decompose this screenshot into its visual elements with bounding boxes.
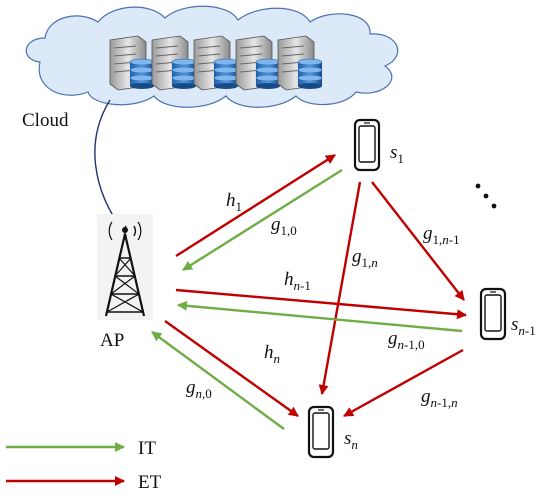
cloud-ap-link xyxy=(94,99,125,233)
it-arrow-sn-ap xyxy=(151,331,285,430)
server-icon xyxy=(193,35,239,91)
edge-label-h1: h1 xyxy=(226,190,242,214)
phones xyxy=(307,118,507,459)
server-rack xyxy=(109,35,323,91)
et-arrow-s1-sn xyxy=(318,181,362,395)
et-arrow-ap-sn1 xyxy=(175,288,467,320)
legend-et-label: ET xyxy=(138,472,162,493)
cloud-label: Cloud xyxy=(22,110,69,131)
antenna-tower-icon xyxy=(97,214,153,320)
smartphone-icon xyxy=(479,287,507,341)
edge-label-hn1: hn-1 xyxy=(284,269,311,293)
server-icon xyxy=(277,35,323,91)
node-label-sn-1: sn-1 xyxy=(511,314,536,338)
server-icon xyxy=(235,35,281,91)
ellipsis-dots xyxy=(475,183,497,209)
legend-it-label: IT xyxy=(138,438,156,459)
it-arrow-s1-ap xyxy=(182,168,343,272)
edge-label-gn10: gn-1,0 xyxy=(388,328,425,352)
node-label-s1: s1 xyxy=(390,142,404,166)
ap-label: AP xyxy=(100,330,124,351)
it-arrow-sn1-ap xyxy=(177,300,463,333)
et-arrow-sn1-sn xyxy=(343,348,464,418)
edge-label-g10: g1,0 xyxy=(271,214,297,238)
et-arrow-ap-s1 xyxy=(175,153,336,258)
smartphone-icon xyxy=(307,405,335,459)
server-icon xyxy=(151,35,197,91)
server-icon xyxy=(109,35,155,91)
edge-label-gn0: gn,0 xyxy=(186,377,212,401)
edge-label-g1n1: g1,n-1 xyxy=(423,223,460,247)
edge-label-g1n: g1,n xyxy=(352,246,378,270)
edge-label-gn1n: gn-1,n xyxy=(421,386,458,410)
smartphone-icon xyxy=(353,118,381,172)
edge-label-hn: hn xyxy=(264,342,280,366)
legend: IT ET xyxy=(6,438,162,493)
node-label-sn: sn xyxy=(344,428,358,452)
et-arrow-s1-sn1 xyxy=(371,181,465,301)
links xyxy=(151,153,467,430)
et-arrow-ap-sn xyxy=(164,320,299,417)
